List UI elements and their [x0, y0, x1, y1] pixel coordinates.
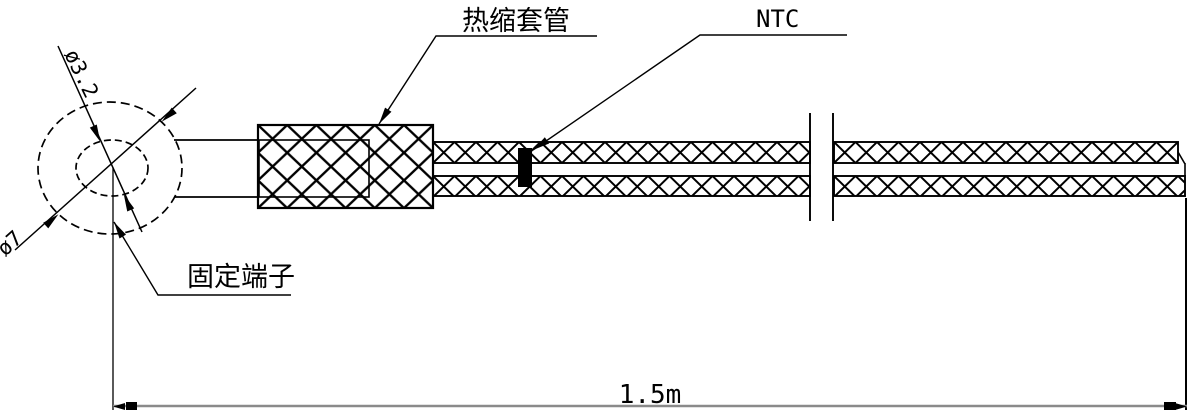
heat-shrink-callout: 热缩套管 [378, 6, 597, 125]
cable-top-braid-left [432, 141, 811, 164]
break-symbol [809, 113, 834, 221]
arrowhead-icon [533, 137, 550, 150]
crimp-barrel-outline [258, 139, 370, 198]
fixing-terminal-leader [113, 221, 291, 296]
fixing-terminal-label: 固定端子 [187, 262, 295, 293]
fixing-terminal-callout: 固定端子 [113, 221, 295, 296]
length-dimension: 1.5m [112, 168, 1187, 410]
ntc-element [518, 148, 532, 187]
arrowhead-icon [123, 194, 135, 212]
dim-terminator-right-icon [1164, 402, 1176, 410]
hole-diameter-label: ø3.2 [60, 46, 104, 102]
cable-top-braid-right [833, 141, 1179, 164]
outer-diameter-dimension: ø7 [0, 87, 197, 261]
ring-terminal [37, 101, 258, 235]
heat-shrink-tube [256, 123, 435, 210]
ntc-label: NTC [756, 5, 799, 33]
heat-shrink-body [256, 123, 435, 210]
heat-shrink-label: 热缩套管 [462, 6, 570, 37]
cable-bottom-braid-left [432, 175, 811, 197]
dim-terminator-left-icon [126, 402, 137, 410]
ntc-callout: NTC [532, 5, 847, 151]
terminal-outer-circle [37, 101, 183, 235]
cable-end-cap [1177, 151, 1186, 176]
arrowhead-icon [379, 107, 392, 124]
dim-tick-right-icon [1175, 403, 1187, 410]
heat-shrink-leader [378, 35, 597, 125]
outer-diameter-label: ø7 [0, 226, 27, 261]
cable-bottom-braid-right [833, 175, 1186, 197]
terminal-tab-lines [174, 139, 258, 198]
ntc-leader [532, 34, 847, 151]
dim-tick-left-icon [113, 403, 125, 410]
arrowhead-icon [89, 124, 101, 142]
arrowhead-icon [43, 214, 59, 229]
arrowhead-icon [114, 222, 127, 239]
cable [432, 113, 1186, 221]
cable-length-label: 1.5m [619, 380, 682, 410]
terminal-hole-circle [75, 139, 149, 197]
hole-diameter-dimension: ø3.2 [57, 46, 143, 233]
arrowhead-icon [161, 107, 177, 122]
